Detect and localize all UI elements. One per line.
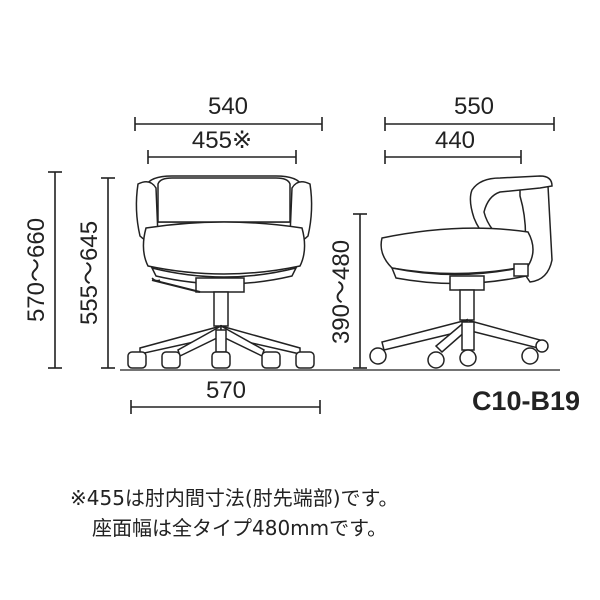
dim-line-height-arm (101, 177, 115, 369)
front-width-outer-label: 540 (208, 93, 248, 120)
seat-height-label: 390〜480 (328, 240, 355, 344)
front-width-inner-label: 455※ (192, 127, 252, 154)
note-seat-width: 座面幅は全タイプ480mmです。 (92, 516, 388, 540)
caster-wheels-side (369, 339, 549, 369)
dim-line-front-outer (134, 117, 323, 131)
chair-front-view (127, 175, 315, 369)
height-arm-label: 555〜645 (76, 221, 103, 325)
model-number: C10-B19 (471, 386, 580, 416)
note-armrest-dimension: ※455は肘内間寸法(肘先端部)です。 (70, 486, 399, 510)
dim-line-base-width (130, 400, 321, 414)
side-depth-inner-label: 440 (435, 127, 475, 154)
dim-line-front-inner (147, 150, 297, 164)
dim-line-height-total (48, 171, 62, 369)
dim-line-side-outer (384, 117, 555, 131)
side-depth-outer-label: 550 (454, 93, 494, 120)
height-total-label: 570〜660 (23, 218, 50, 322)
base-width-label: 570 (206, 377, 246, 404)
chair-side-view (369, 175, 553, 369)
dim-line-seat-height (353, 213, 367, 369)
caster-wheels-front (127, 351, 315, 369)
dim-line-side-inner (384, 150, 522, 164)
